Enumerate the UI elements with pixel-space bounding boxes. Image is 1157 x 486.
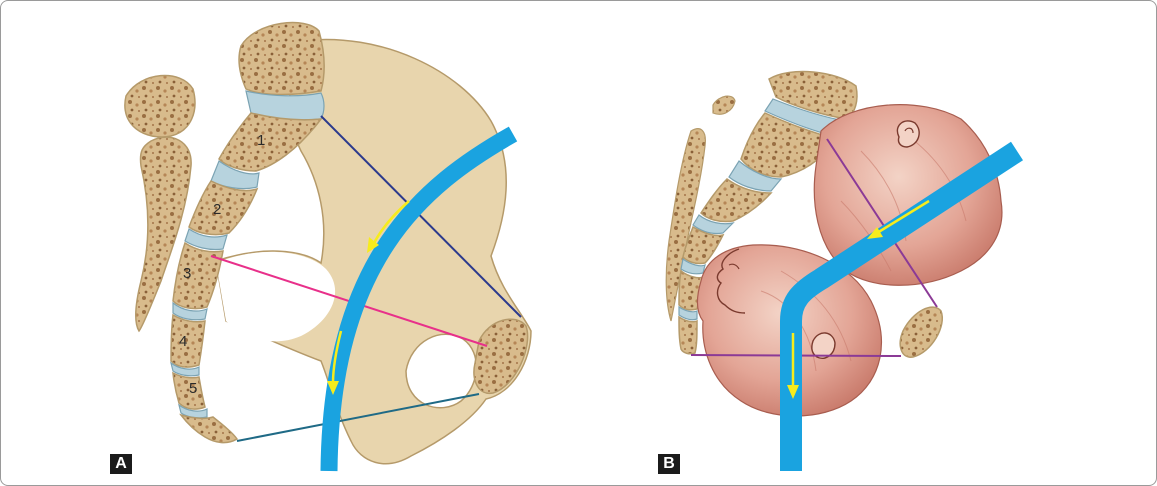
pubic-bone — [900, 307, 942, 357]
vertebra-number: 3 — [183, 265, 191, 282]
vertebra-number: 5 — [189, 380, 197, 397]
vertebra-number: 1 — [257, 132, 265, 149]
fetal-ear-icon — [812, 333, 835, 358]
panel-a: 1 2 3 4 5 — [125, 23, 531, 471]
panel-b — [666, 72, 1017, 471]
vertebra-number: 2 — [213, 201, 221, 218]
panel-label-b: B — [658, 454, 680, 474]
coccyx-fragment — [713, 96, 735, 114]
coccyx-fragment — [125, 75, 195, 136]
lumbar-vertebra — [239, 23, 324, 95]
panel-label-a: A — [110, 454, 132, 474]
vertebra-number: 4 — [179, 333, 187, 350]
fetal-ear-icon — [897, 121, 919, 147]
